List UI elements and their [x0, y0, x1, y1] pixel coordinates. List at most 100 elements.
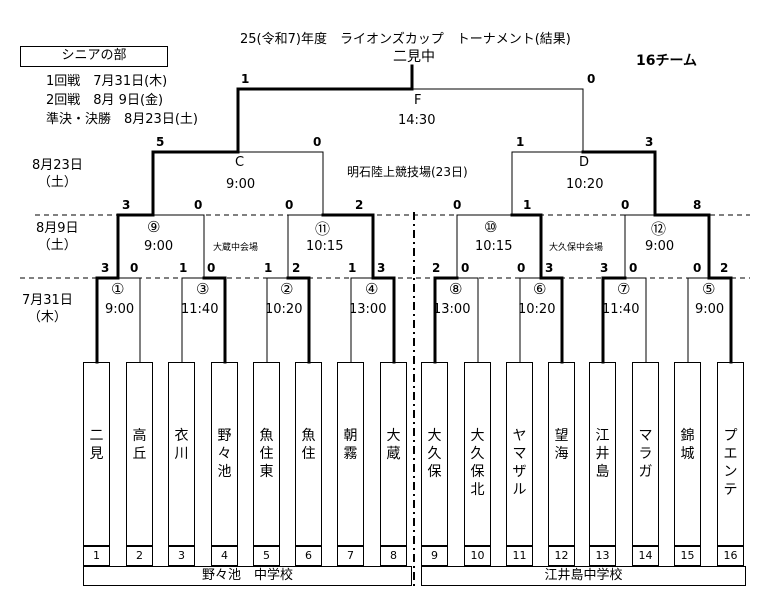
m1-score-right: 0: [130, 261, 139, 275]
row-label-round2: 8月9日 （土）: [36, 221, 79, 253]
team-name: 魚住東: [259, 428, 274, 480]
m2-id: ②: [280, 280, 294, 298]
semi-d-score-right: 3: [645, 135, 654, 149]
team-column: ヤマザル: [506, 362, 533, 546]
team-number: 2: [126, 546, 153, 566]
team-name: 魚住: [301, 428, 316, 462]
semi-c-score-left: 5: [156, 135, 165, 149]
semi-d-score-left: 1: [516, 135, 525, 149]
team-column: 大蔵: [380, 362, 407, 546]
m4-id: ④: [365, 280, 379, 298]
final-id: F: [414, 93, 422, 108]
team-number: 16: [717, 546, 744, 566]
team-name: プエンテ: [723, 428, 738, 498]
m9-score-right: 0: [194, 198, 203, 212]
team-column: 大久保北: [464, 362, 491, 546]
team-number: 14: [632, 546, 659, 566]
team-column: マラガ: [632, 362, 659, 546]
semi-c-score-right: 0: [313, 135, 322, 149]
m7-time: 11:40: [602, 302, 640, 317]
team-column: 魚住東: [253, 362, 280, 546]
venue-left-round2: 大蔵中会場: [213, 243, 259, 253]
team-column: 錦城: [674, 362, 701, 546]
semi-c-id: C: [235, 155, 245, 170]
team-column: 衣川: [168, 362, 195, 546]
venue-right-round2: 大久保中会場: [549, 243, 604, 253]
schedule-finals: 準決・決勝 8月23日(土): [46, 112, 198, 127]
team-number: 7: [337, 546, 364, 566]
m10-score-left: 0: [453, 198, 462, 212]
m7-score-left: 3: [600, 261, 609, 275]
semi-d-id: D: [579, 155, 590, 170]
team-number: 10: [464, 546, 491, 566]
m2-score-right: 2: [292, 261, 301, 275]
m5-id: ⑤: [702, 280, 716, 298]
m6-id: ⑥: [533, 280, 547, 298]
team-name: 高丘: [132, 428, 147, 462]
m8-score-right: 0: [461, 261, 470, 275]
team-number: 1: [83, 546, 110, 566]
team-number: 4: [211, 546, 238, 566]
m4-score-right: 3: [377, 261, 386, 275]
m7-score-right: 0: [629, 261, 638, 275]
team-name: 大久保: [427, 428, 442, 480]
m8-score-left: 2: [432, 261, 441, 275]
m5-score-right: 2: [720, 261, 729, 275]
m3-time: 11:40: [181, 302, 219, 317]
m4-time: 13:00: [349, 302, 387, 317]
m1-score-left: 3: [101, 261, 110, 275]
m7-id: ⑦: [617, 280, 631, 298]
schedule-round1: 1回戦 7月31日(木): [46, 74, 168, 89]
team-name: 朝霧: [343, 428, 358, 462]
school-right: 江井島中学校: [421, 566, 746, 586]
m12-score-right: 8: [693, 198, 702, 212]
final-score-right: 0: [587, 72, 596, 86]
team-column: 高丘: [126, 362, 153, 546]
m9-id: ⑨: [147, 218, 161, 236]
team-name: ヤマザル: [512, 428, 527, 498]
m3-score-left: 1: [179, 261, 188, 275]
team-number: 13: [589, 546, 616, 566]
m11-id: ⑪: [315, 220, 331, 238]
m6-score-right: 3: [545, 261, 554, 275]
team-number: 5: [253, 546, 280, 566]
m12-time: 9:00: [645, 239, 675, 254]
m3-id: ③: [196, 280, 210, 298]
team-name: 大蔵: [386, 428, 401, 462]
m9-score-left: 3: [122, 198, 131, 212]
m8-id: ⑧: [449, 280, 463, 298]
m5-score-left: 0: [693, 261, 702, 275]
page-title: 25(令和7)年度 ライオンズカップ トーナメント(結果): [240, 32, 571, 47]
team-column: 江井島: [589, 362, 616, 546]
m10-id: ⑩: [484, 218, 498, 236]
team-number: 15: [674, 546, 701, 566]
team-number: 3: [168, 546, 195, 566]
m6-time: 10:20: [518, 302, 556, 317]
final-score-left: 1: [241, 72, 250, 86]
m10-score-right: 1: [523, 198, 532, 212]
m1-id: ①: [111, 280, 125, 298]
venue-semis: 明石陸上競技場(23日): [347, 165, 468, 179]
team-name: 江井島: [595, 428, 610, 480]
team-column: 野々池: [211, 362, 238, 546]
m4-score-left: 1: [348, 261, 357, 275]
m11-score-right: 2: [355, 198, 364, 212]
m9-time: 9:00: [144, 239, 174, 254]
team-name: 大久保北: [470, 428, 485, 498]
m3-score-right: 0: [207, 261, 216, 275]
final-time: 14:30: [398, 113, 436, 128]
m11-score-left: 0: [285, 198, 294, 212]
team-name: マラガ: [638, 428, 653, 480]
division-label: シニアの部: [20, 46, 168, 67]
m8-time: 13:00: [433, 302, 471, 317]
m6-score-left: 0: [517, 261, 526, 275]
team-number: 11: [506, 546, 533, 566]
m1-time: 9:00: [105, 302, 135, 317]
row-label-semis: 8月23日 （土）: [32, 158, 83, 190]
row-label-round1: 7月31日 （木）: [22, 293, 73, 325]
semi-c-time: 9:00: [226, 177, 256, 192]
team-name: 二見: [89, 428, 104, 462]
team-number: 9: [421, 546, 448, 566]
m5-time: 9:00: [695, 302, 725, 317]
